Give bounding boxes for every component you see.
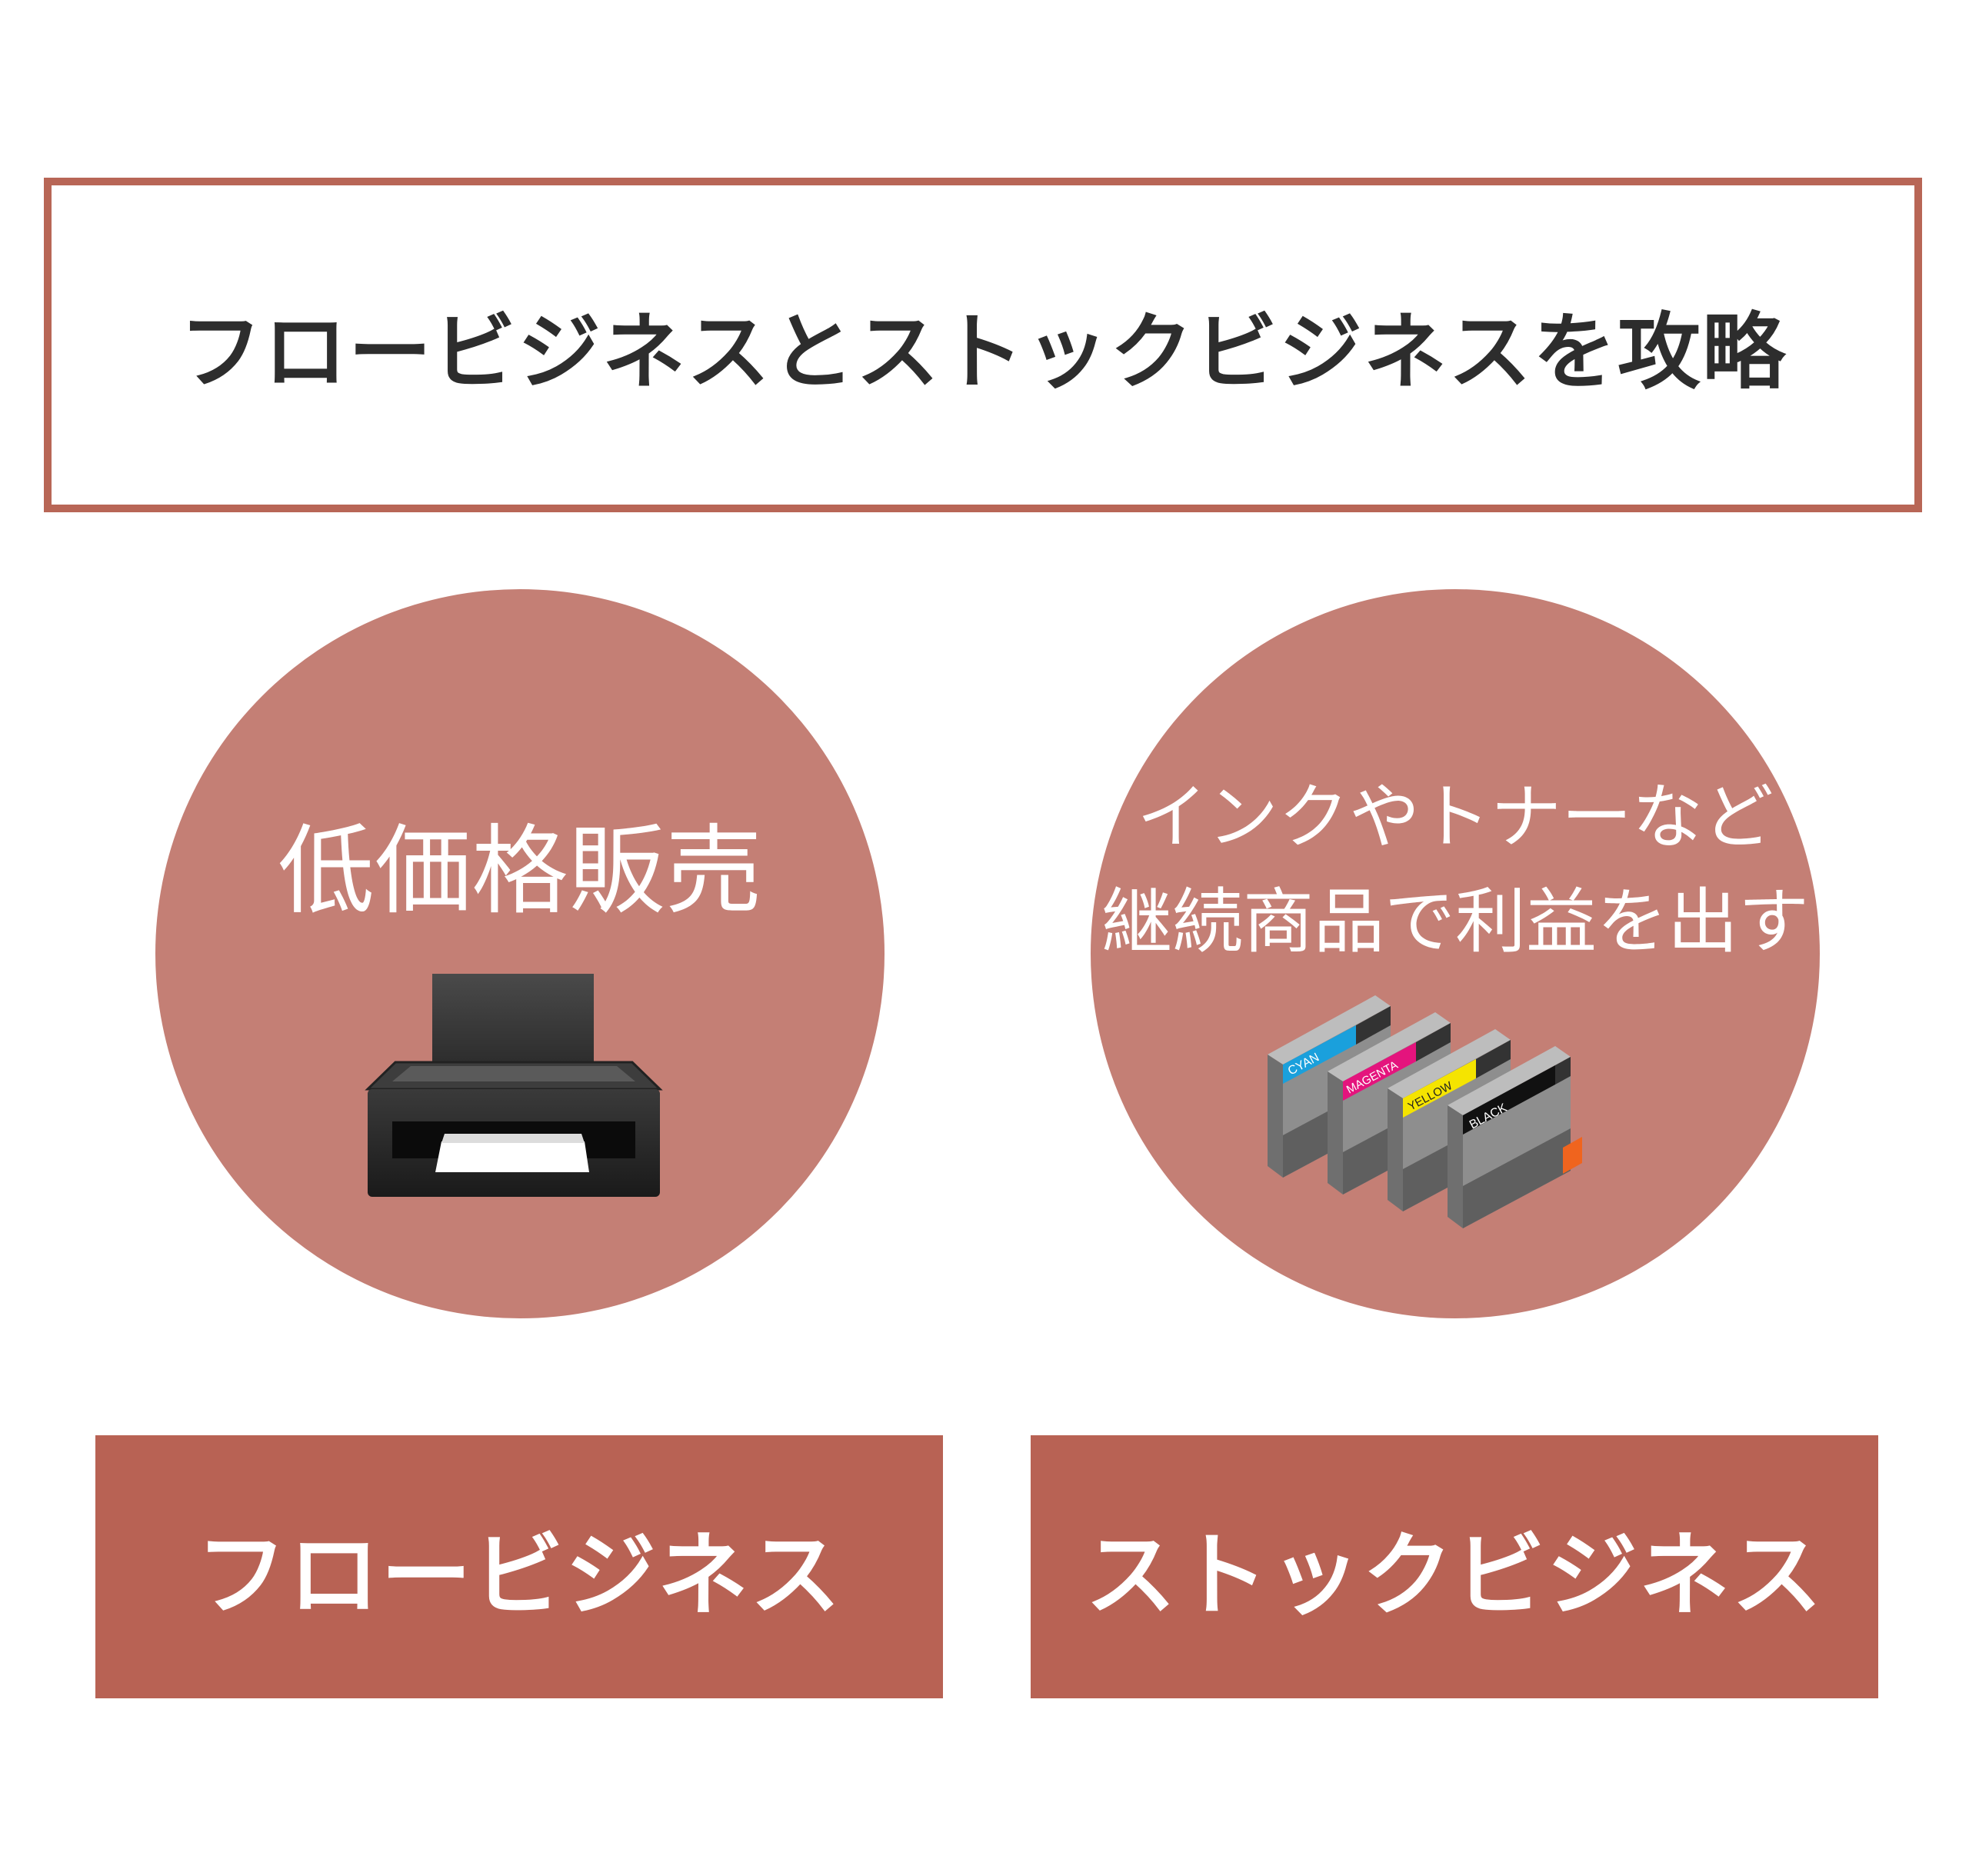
flow-circle-text: 低価格販売 <box>278 815 762 928</box>
flow-business-label-box: フロービジネス <box>95 1435 943 1698</box>
flow-circle: 低価格販売 <box>155 589 885 1318</box>
ink-cartridges-icon: CYAN MAGENTA YELLOW <box>1268 995 1582 1228</box>
stock-circle-text-line2: 継続商品で利益を出す <box>1101 881 1809 963</box>
stock-circle-text-line1: インクやトナーなど <box>1136 776 1774 858</box>
stock-circle: インクやトナーなど 継続商品で利益を出す CYAN MAGENTA <box>1091 589 1820 1318</box>
stock-business-label-box: ストックビジネス <box>1031 1435 1878 1698</box>
stock-business-label: ストックビジネス <box>1084 1521 1824 1628</box>
printer-icon <box>365 974 663 1197</box>
page-title: フロービジネスとストックビジネスを攻略 <box>178 304 1787 401</box>
title-frame: フロービジネスとストックビジネスを攻略 <box>44 178 1922 512</box>
black-cartridge-icon: BLACK <box>1448 1046 1582 1228</box>
flow-business-label: フロービジネス <box>195 1521 842 1628</box>
